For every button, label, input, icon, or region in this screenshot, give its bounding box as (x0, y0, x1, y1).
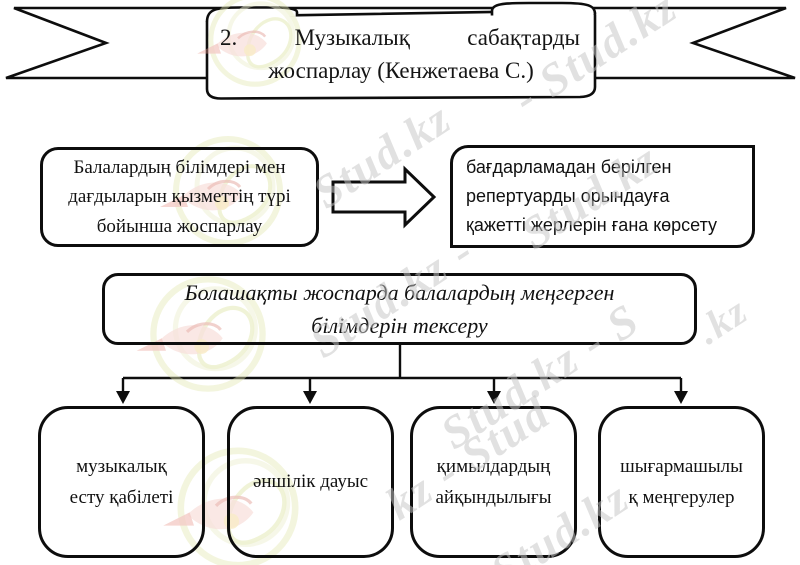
connector-lines (121, 345, 683, 392)
box-repertoire-note-text: бағдарламадан берілген репертуарды орынд… (466, 157, 718, 235)
banner-number: 2. (220, 25, 238, 50)
banner-title-line2: жоспарлау (Кенжетаева С.) (268, 58, 534, 84)
banner-word2: сабақтарды (467, 25, 580, 50)
scroll-right-roll (490, 1, 597, 16)
box-singing-voice-text: әншілік дауыс (252, 471, 369, 493)
box-musical-ear-text: музыкалық есту қабілеті (69, 455, 174, 508)
box-future-plan-check: Болашақты жоспарда балалардың меңгерген … (102, 273, 697, 345)
box-repertoire-note: бағдарламадан берілген репертуарды орынд… (450, 145, 755, 248)
banner-title: 2. Музыкалық сабақтарды жоспарлау (Кенже… (206, 12, 596, 98)
box-musical-ear: музыкалық есту қабілеті (38, 406, 205, 558)
box-creative-mastery-text: шығармашылы қ меңгерулер (620, 455, 743, 508)
right-block-arrow-icon (331, 165, 437, 229)
box-movement-clarity: қимылдардың айқындылығы (410, 406, 577, 558)
box-planning-by-activity: Балалардың білімдері мен дағдыларын қызм… (40, 147, 319, 247)
box-creative-mastery: шығармашылы қ меңгерулер (598, 406, 765, 558)
box-planning-by-activity-text: Балалардың білімдері мен дағдыларын қызм… (68, 156, 291, 237)
box-singing-voice: әншілік дауыс (227, 406, 394, 558)
banner-title-line1: 2. Музыкалық сабақтарды (206, 12, 596, 53)
box-future-plan-check-text: Болашақты жоспарда балалардың меңгерген … (184, 280, 615, 338)
box-movement-clarity-text: қимылдардың айқындылығы (435, 455, 552, 508)
banner-word1: Музыкалық (294, 25, 410, 50)
connector-arrowheads (116, 391, 688, 404)
